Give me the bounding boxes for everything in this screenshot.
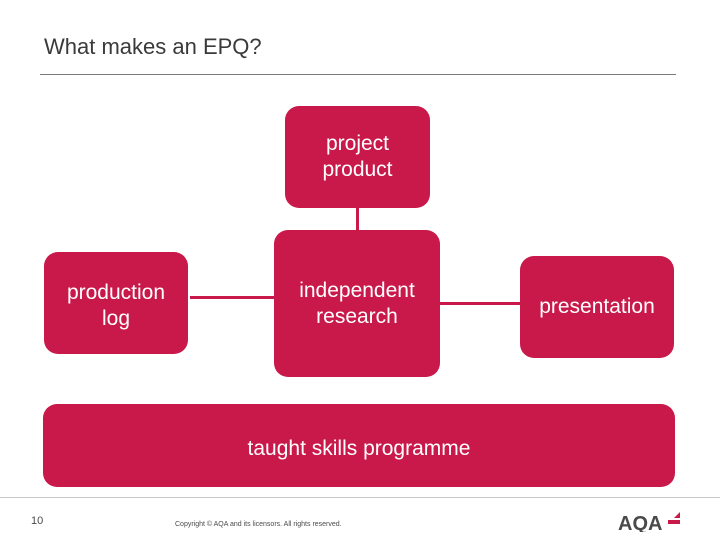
copyright-notice: Copyright © AQA and its licensors. All r… (175, 521, 342, 528)
presentation-box: presentation (520, 256, 674, 358)
production-log-label: production log (66, 281, 166, 330)
connector-log-research (190, 296, 274, 299)
aqa-logo-bar (668, 520, 680, 524)
project-product-box: project product (285, 106, 430, 208)
production-log-box: production log (44, 252, 188, 354)
independent-research-label: independent research (299, 279, 415, 328)
title-divider (40, 74, 676, 75)
connector-product-research (356, 208, 359, 230)
footer-divider (0, 497, 720, 498)
aqa-logo: AQA (618, 512, 680, 532)
independent-research-box: independent research (274, 230, 440, 377)
page-number: 10 (31, 515, 44, 527)
project-product-label: project product (322, 132, 393, 181)
aqa-logo-text: AQA (618, 513, 662, 532)
taught-skills-label: taught skills programme (247, 437, 471, 460)
presentation-label: presentation (539, 295, 655, 318)
aqa-logo-mark (668, 512, 680, 518)
taught-skills-box: taught skills programme (43, 404, 675, 487)
connector-research-presentation (440, 302, 520, 305)
slide-title: What makes an EPQ? (44, 34, 262, 59)
